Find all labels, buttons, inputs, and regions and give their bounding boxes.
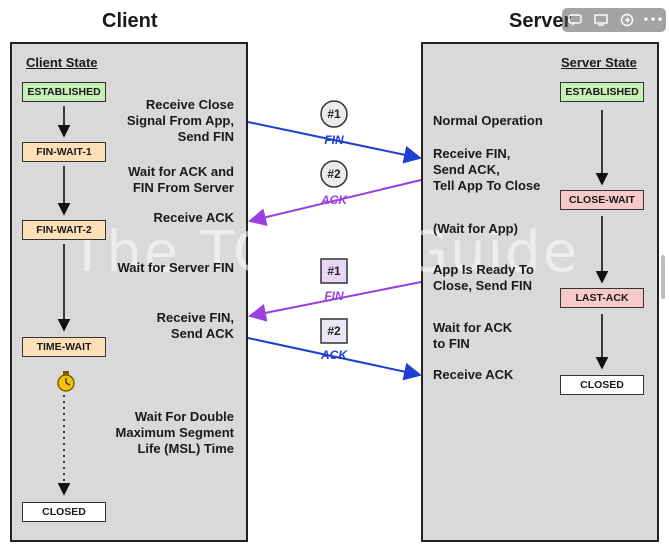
- image-toolbar: •••: [562, 8, 666, 32]
- server-event-app-ready: App Is Ready To Close, Send FIN: [433, 262, 563, 294]
- client-event-receive-fin: Receive FIN, Send ACK: [100, 310, 234, 342]
- message-label: FIN: [324, 133, 344, 147]
- client-event-line: FIN From Server: [132, 180, 234, 195]
- server-state-last-ack: LAST-ACK: [560, 288, 644, 308]
- message-label: ACK: [320, 348, 348, 362]
- client-event-line: Wait For Double: [134, 409, 234, 424]
- message-arrow-ack-2-client: [247, 337, 422, 381]
- scrollbar-handle[interactable]: [661, 255, 665, 299]
- timer-icon: [57, 371, 75, 392]
- server-event-line: App Is Ready To: [433, 262, 534, 277]
- message-number: #1: [327, 264, 341, 278]
- server-event-line: Wait for ACK: [433, 320, 513, 335]
- client-event-line: Maximum Segment: [115, 425, 234, 440]
- message-marker: [320, 160, 348, 188]
- server-state-close-wait: CLOSE-WAIT: [560, 190, 644, 210]
- message-number: #1: [327, 107, 341, 121]
- client-event-line: Signal From App,: [126, 113, 234, 128]
- server-event-normal-operation: Normal Operation: [433, 113, 543, 128]
- client-panel: [10, 42, 248, 542]
- client-event-line: Send FIN: [177, 129, 234, 144]
- client-state-fin-wait-2: FIN-WAIT-2: [22, 220, 106, 240]
- server-event-wait-app: (Wait for App): [433, 221, 518, 236]
- client-event-line: Receive FIN,: [156, 310, 234, 325]
- client-event-close-signal: Receive Close Signal From App, Send FIN: [100, 97, 234, 145]
- server-event-receive-ack: Receive ACK: [433, 367, 514, 382]
- client-state-title: Client State: [26, 55, 98, 70]
- client-event-wait-ack-fin: Wait for ACK and FIN From Server: [100, 164, 234, 196]
- server-event-line: to FIN: [433, 336, 470, 351]
- client-event-line: Receive Close: [145, 97, 234, 112]
- server-event-line: Send ACK,: [433, 162, 500, 177]
- server-event-line: Close, Send FIN: [433, 278, 532, 293]
- message-label: ACK: [320, 193, 348, 207]
- circle-arrow-icon[interactable]: [619, 12, 635, 28]
- server-state-established: ESTABLISHED: [560, 82, 644, 102]
- message-number: #2: [327, 324, 341, 338]
- server-heading: Server: [509, 10, 572, 32]
- server-event-line: Tell App To Close: [433, 178, 541, 193]
- message-marker: [320, 258, 348, 284]
- comment-icon[interactable]: [567, 12, 583, 28]
- server-event-wait-ack: Wait for ACK to FIN: [433, 320, 563, 352]
- message-arrow-ack-2: [248, 179, 422, 227]
- client-state-fin-wait-1: FIN-WAIT-1: [22, 142, 106, 162]
- message-marker: [320, 100, 348, 128]
- client-state-closed: CLOSED: [22, 502, 106, 522]
- message-label: FIN: [324, 289, 344, 303]
- client-event-wait-msl: Wait For Double Maximum Segment Life (MS…: [96, 409, 234, 457]
- message-arrow-fin-1: [247, 121, 422, 164]
- client-event-line: Send ACK: [170, 326, 234, 341]
- server-state-title: Server State: [561, 55, 637, 70]
- screen-icon[interactable]: [593, 12, 609, 28]
- server-event-line: Receive FIN,: [433, 146, 511, 161]
- more-icon[interactable]: •••: [642, 13, 664, 27]
- client-event-wait-server-fin: Wait for Server FIN: [117, 260, 234, 275]
- server-state-closed: CLOSED: [560, 375, 644, 395]
- server-event-receive-fin: Receive FIN, Send ACK, Tell App To Close: [433, 146, 563, 194]
- message-number: #2: [327, 167, 341, 181]
- client-heading: Client: [102, 10, 158, 32]
- client-state-time-wait: TIME-WAIT: [22, 337, 106, 357]
- client-event-receive-ack: Receive ACK: [153, 210, 234, 225]
- message-arrow-fin-1-server: [248, 281, 422, 322]
- client-event-line: Wait for ACK and: [128, 164, 234, 179]
- message-marker: [320, 318, 348, 344]
- client-event-line: Life (MSL) Time: [137, 441, 234, 456]
- client-state-established: ESTABLISHED: [22, 82, 106, 102]
